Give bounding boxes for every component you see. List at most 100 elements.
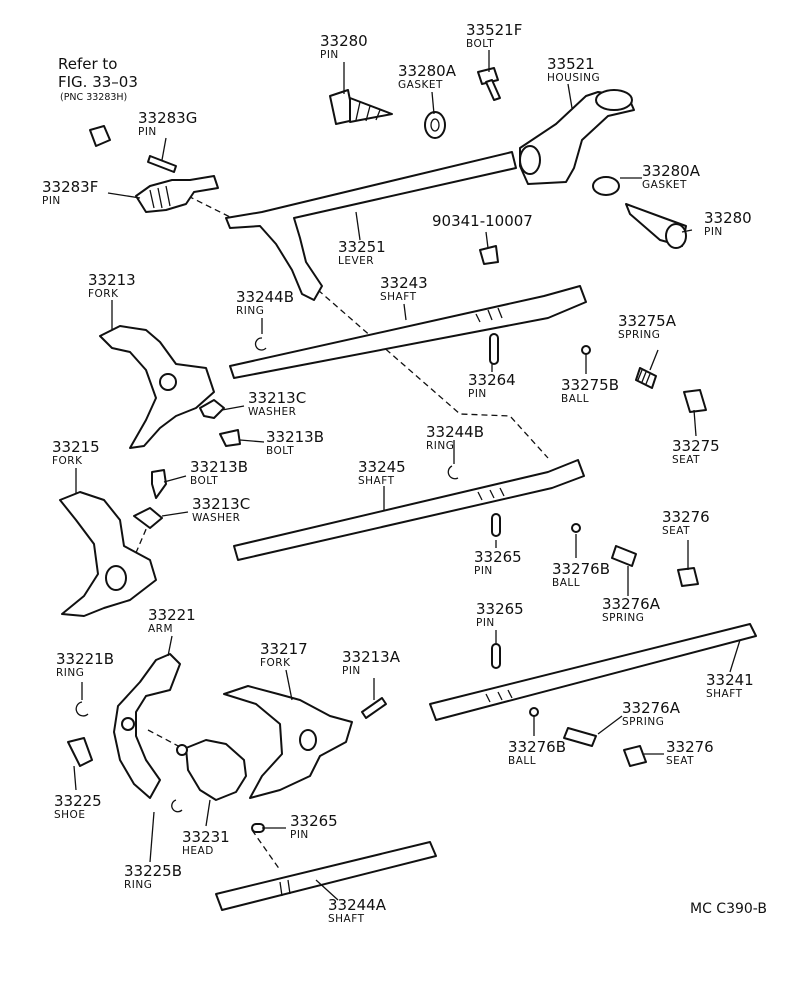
part-name: SEAT bbox=[662, 525, 690, 537]
part-number: 33264 bbox=[468, 371, 516, 389]
bolt-33521F-drawing bbox=[477, 67, 501, 101]
pin-33283F-drawing bbox=[135, 175, 219, 213]
part-name: RING bbox=[124, 879, 152, 891]
part-number: 33245 bbox=[358, 458, 406, 476]
arm-33221-drawing bbox=[113, 653, 181, 799]
ball-33276B-b-drawing bbox=[529, 707, 539, 717]
pin-33280-right-drawing bbox=[625, 203, 687, 249]
part-number: 33280 bbox=[320, 32, 368, 50]
part-number: 33213B bbox=[190, 458, 248, 476]
part-name: RING bbox=[426, 440, 454, 452]
part-name: BALL bbox=[561, 393, 589, 405]
ball-33275B-drawing bbox=[581, 345, 591, 355]
part-90341-drawing bbox=[479, 245, 499, 265]
part-number: 33265 bbox=[290, 812, 338, 830]
part-number: 33275A bbox=[618, 312, 677, 330]
part-number: 33276A bbox=[602, 595, 661, 613]
refer-nut-drawing bbox=[89, 125, 111, 147]
ring-33225B-drawing bbox=[171, 799, 183, 813]
ring-33221B-drawing bbox=[75, 701, 89, 717]
part-number: 33280A bbox=[398, 62, 457, 80]
part-number: 33213B bbox=[266, 428, 324, 446]
gasket-33280A-right-drawing bbox=[592, 176, 620, 196]
part-name: PIN bbox=[320, 49, 339, 61]
seat-33275-drawing bbox=[683, 389, 707, 413]
pin-33264-drawing bbox=[489, 333, 499, 365]
part-number: 33244B bbox=[236, 288, 294, 306]
shaft-33241-drawing bbox=[429, 623, 757, 721]
part-number: 33217 bbox=[260, 640, 308, 658]
part-name: PIN bbox=[138, 126, 157, 138]
seat-33276-a-drawing bbox=[677, 567, 699, 587]
part-name: BALL bbox=[552, 577, 580, 589]
fork-33215-drawing bbox=[59, 491, 157, 617]
part-number: 33276 bbox=[662, 508, 710, 526]
part-name: HEAD bbox=[182, 845, 214, 857]
part-number: 33213A bbox=[342, 648, 401, 666]
part-name: SHAFT bbox=[328, 913, 365, 925]
pin-33265-b-drawing bbox=[491, 643, 501, 669]
part-number: 33276 bbox=[666, 738, 714, 756]
part-name: SEAT bbox=[672, 454, 700, 466]
part-name: PIN bbox=[476, 617, 495, 629]
assembly-line-shaft bbox=[251, 829, 281, 871]
part-labels: 33280PIN33521FBOLT33280AGASKET33521HOUSI… bbox=[42, 21, 754, 925]
part-number: 33221B bbox=[56, 650, 114, 668]
part-name: GASKET bbox=[642, 179, 687, 191]
part-name: WASHER bbox=[248, 406, 296, 418]
housing-33521-drawing bbox=[519, 89, 635, 185]
part-number: 33243 bbox=[380, 274, 428, 292]
part-number: 33213C bbox=[192, 495, 250, 513]
part-number: 33283F bbox=[42, 178, 98, 196]
shaft-33244A-drawing bbox=[215, 841, 437, 911]
part-name: ARM bbox=[148, 623, 173, 635]
part-name: FORK bbox=[88, 288, 119, 300]
ball-33276B-a-drawing bbox=[571, 523, 581, 533]
leader-lines bbox=[73, 50, 741, 901]
part-name: SPRING bbox=[618, 329, 660, 341]
part-name: SPRING bbox=[622, 716, 664, 728]
part-number: 33225B bbox=[124, 862, 182, 880]
part-number: 33251 bbox=[338, 238, 386, 256]
part-name: PIN bbox=[42, 195, 61, 207]
part-number: 33275 bbox=[672, 437, 720, 455]
part-number: 33213 bbox=[88, 271, 136, 289]
part-number: 33225 bbox=[54, 792, 102, 810]
gasket-33280A-top-drawing bbox=[424, 111, 446, 139]
washer-33213C-b-drawing bbox=[133, 507, 163, 529]
part-number: 33280A bbox=[642, 162, 701, 180]
part-number: 33521 bbox=[547, 55, 595, 73]
part-number: 90341-10007 bbox=[432, 212, 533, 230]
washer-33213C-a-drawing bbox=[199, 399, 225, 419]
part-name: SHAFT bbox=[358, 475, 395, 487]
fork-33217-drawing bbox=[223, 685, 353, 799]
part-name: FORK bbox=[52, 455, 83, 467]
reference-line2: FIG. 33–03 bbox=[58, 73, 138, 91]
part-number: 33241 bbox=[706, 671, 754, 689]
shaft-33245-drawing bbox=[233, 459, 585, 561]
